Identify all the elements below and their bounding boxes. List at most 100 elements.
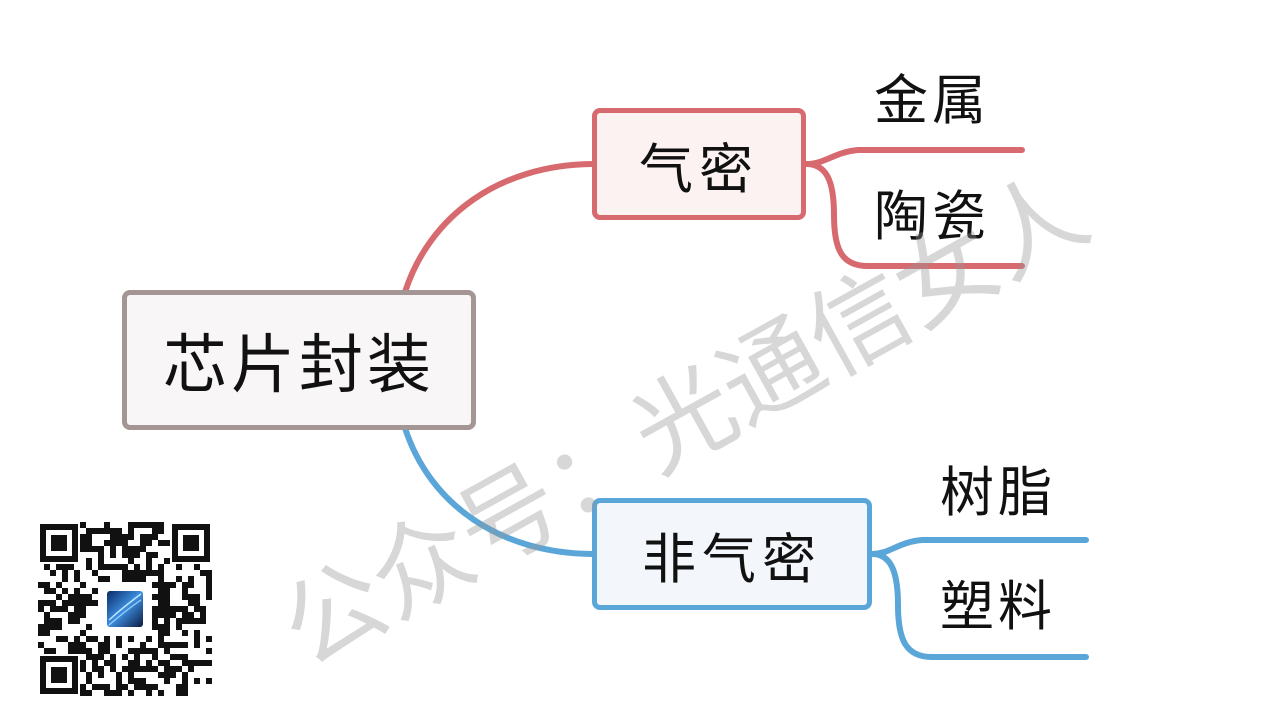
qr-module xyxy=(110,660,116,666)
qr-module xyxy=(56,594,62,600)
qr-module xyxy=(176,606,182,612)
qr-module xyxy=(152,684,158,690)
qr-module xyxy=(206,570,212,576)
qr-module xyxy=(206,594,212,600)
qr-module xyxy=(146,522,152,528)
qr-module xyxy=(158,642,164,648)
qr-module xyxy=(128,528,134,534)
qr-module xyxy=(146,660,152,666)
qr-module xyxy=(164,540,170,546)
qr-module xyxy=(122,654,128,660)
qr-module xyxy=(152,534,158,540)
qr-module xyxy=(68,594,74,600)
qr-module xyxy=(206,636,212,642)
qr-module xyxy=(116,672,122,678)
qr-module xyxy=(152,582,158,588)
qr-module xyxy=(74,642,80,648)
qr-module xyxy=(128,666,134,672)
qr-module xyxy=(152,624,158,630)
qr-module xyxy=(152,594,158,600)
qr-module xyxy=(92,528,98,534)
qr-module xyxy=(152,606,158,612)
qr-module xyxy=(44,618,50,624)
qr-module xyxy=(86,534,92,540)
qr-module xyxy=(98,666,104,672)
qr-module xyxy=(80,666,86,672)
qr-module xyxy=(182,594,188,600)
qr-module xyxy=(146,558,152,564)
qr-module xyxy=(122,534,128,540)
qr-module xyxy=(158,588,164,594)
qr-module xyxy=(164,666,170,672)
qr-module xyxy=(62,636,68,642)
qr-module xyxy=(152,522,158,528)
qr-module xyxy=(146,648,152,654)
qr-module xyxy=(194,606,200,612)
qr-module xyxy=(38,582,44,588)
qr-module xyxy=(98,552,104,558)
qr-module xyxy=(98,528,104,534)
qr-module xyxy=(164,648,170,654)
qr-module xyxy=(128,522,134,528)
qr-module xyxy=(188,612,194,618)
qr-module xyxy=(44,588,50,594)
qr-module xyxy=(188,594,194,600)
qr-module xyxy=(74,612,80,618)
qr-module xyxy=(80,534,86,540)
qr-module xyxy=(128,558,134,564)
qr-module xyxy=(176,666,182,672)
qr-module xyxy=(56,582,62,588)
qr-module xyxy=(188,576,194,582)
qr-module xyxy=(128,690,134,696)
qr-module xyxy=(164,618,170,624)
qr-module xyxy=(158,630,164,636)
branch-node-hermetic-label: 气密 xyxy=(639,137,759,201)
qr-module xyxy=(80,546,86,552)
qr-module xyxy=(200,612,206,618)
qr-module xyxy=(152,654,158,660)
qr-module xyxy=(134,678,140,684)
qr-module xyxy=(86,690,92,696)
qr-module xyxy=(80,540,86,546)
qr-module xyxy=(176,690,182,696)
qr-module xyxy=(104,636,110,642)
qr-module xyxy=(146,564,152,570)
qr-module xyxy=(134,570,140,576)
qr-module xyxy=(80,594,86,600)
qr-module xyxy=(80,648,86,654)
qr-module xyxy=(164,624,170,630)
connector-hermetic-ceramic xyxy=(803,161,1025,269)
qr-module xyxy=(164,612,170,618)
qr-module xyxy=(74,588,80,594)
qr-module xyxy=(152,570,158,576)
qr-module xyxy=(182,660,188,666)
qr-module xyxy=(182,642,188,648)
qr-module xyxy=(182,672,188,678)
qr-module xyxy=(140,522,146,528)
qr-module xyxy=(158,672,164,678)
qr-module xyxy=(152,666,158,672)
qr-module xyxy=(92,660,98,666)
qr-module xyxy=(56,624,62,630)
qr-module xyxy=(86,636,92,642)
qr-module xyxy=(50,624,56,630)
qr-module xyxy=(122,564,128,570)
qr-module xyxy=(86,558,92,564)
qr-finder-bottom-left xyxy=(40,656,78,694)
qr-module xyxy=(152,618,158,624)
qr-module xyxy=(176,576,182,582)
qr-module xyxy=(194,630,200,636)
qr-module xyxy=(122,546,128,552)
qr-module xyxy=(182,606,188,612)
qr-module xyxy=(122,666,128,672)
qr-module xyxy=(68,612,74,618)
qr-module xyxy=(134,666,140,672)
qr-module xyxy=(128,636,134,642)
qr-module xyxy=(80,600,86,606)
qr-module xyxy=(176,654,182,660)
qr-module xyxy=(38,606,44,612)
qr-module xyxy=(116,684,122,690)
qr-module xyxy=(38,642,44,648)
branch-node-non-hermetic-label: 非气密 xyxy=(642,527,822,591)
